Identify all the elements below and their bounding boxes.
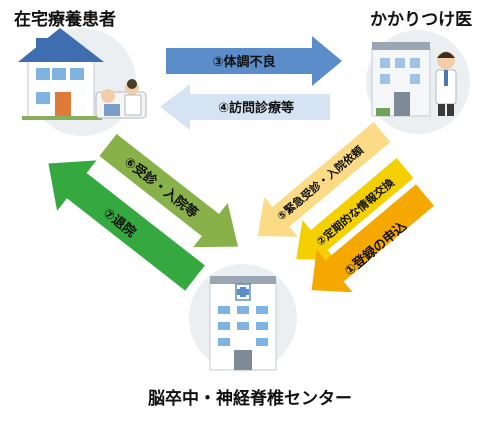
arrow-4-shape [160,84,330,130]
house-with-home-visit-icon [18,28,147,136]
arrow-3-shape [166,36,342,86]
clinic-with-doctor-icon [366,30,470,134]
center-label: 脳卒中・神経脊椎センター [148,388,352,409]
doctor-label: かかりつけ医 [370,10,472,30]
arrow-2-shape [296,158,414,260]
arrow-3-feeling-unwell: ③体調不良 [166,36,342,86]
patient-label: 在宅療養患者 [14,9,116,30]
arrow-4-home-visit: ④訪問診療等 [160,84,330,130]
arrow-4-label: ④訪問診療等 [218,100,294,116]
arrow-7-shape [48,160,205,291]
arrow-6-shape [99,133,239,248]
arrow-3-label: ③体調不良 [212,54,275,70]
hospital-building-icon [189,264,297,372]
arrow-1-shape [311,184,434,293]
arrow-5-shape [257,122,391,237]
